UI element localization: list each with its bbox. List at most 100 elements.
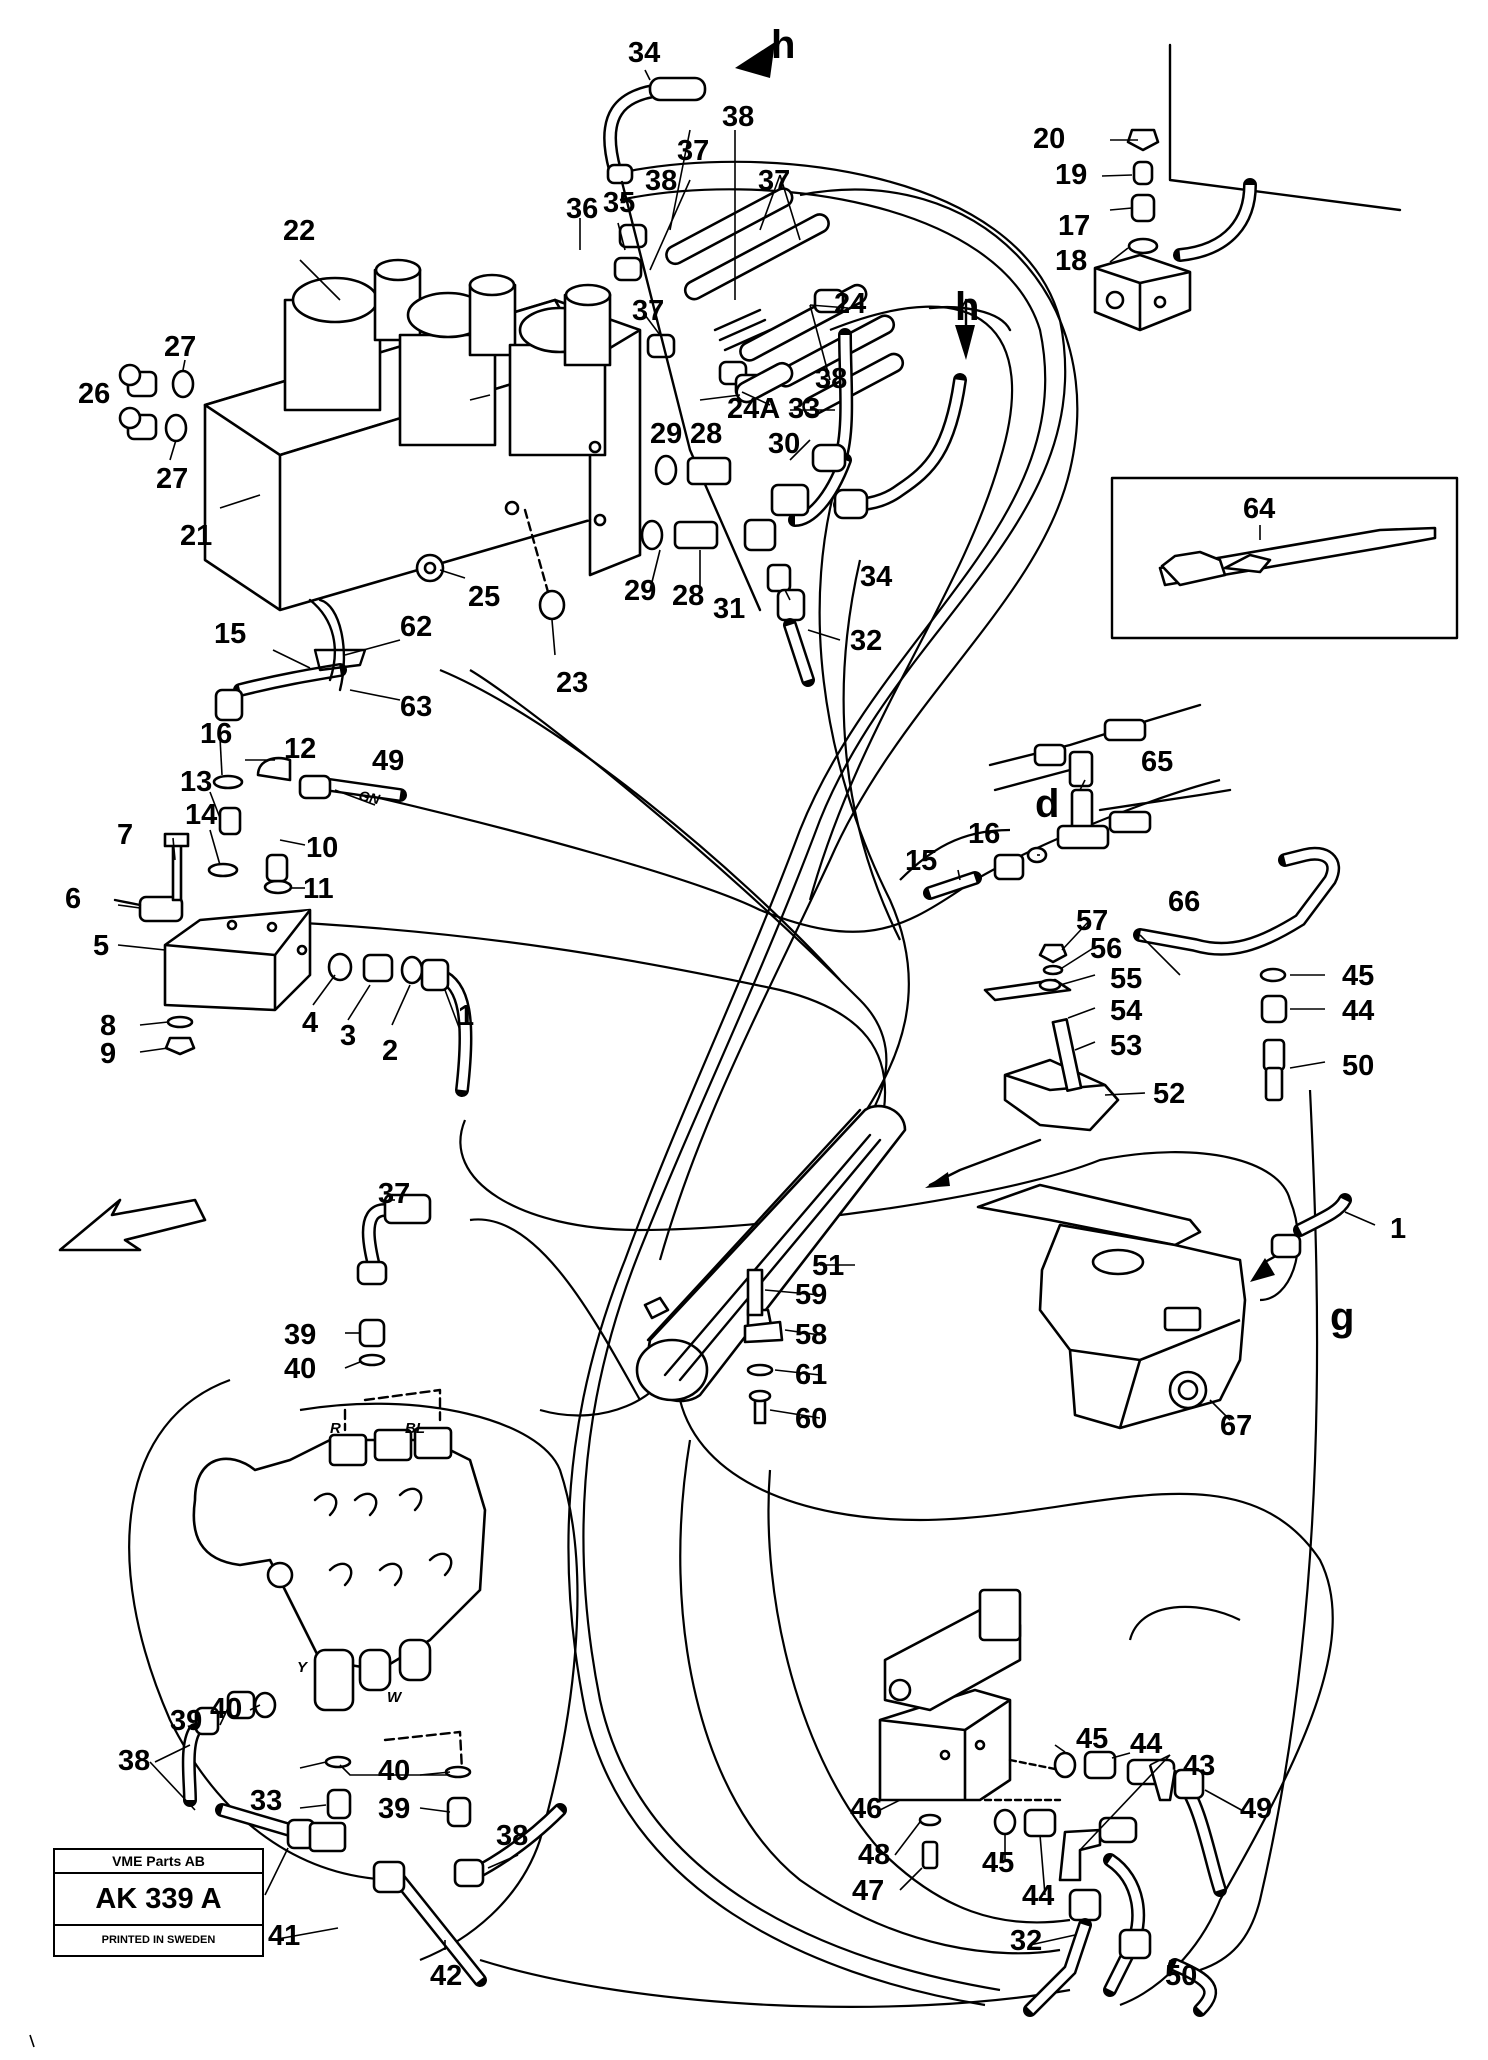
callout-52: 52 bbox=[1153, 1078, 1185, 1110]
callout-37: 37 bbox=[758, 165, 790, 197]
stamp-code: AK 339 A bbox=[55, 1874, 262, 1926]
callout-64: 64 bbox=[1243, 493, 1275, 525]
callout-2: 2 bbox=[382, 1035, 398, 1067]
callout-35: 35 bbox=[603, 187, 635, 219]
hose-15-left bbox=[214, 598, 367, 722]
callout-4: 4 bbox=[302, 1007, 318, 1039]
view-letter-h-right: h bbox=[955, 285, 979, 329]
callout-14: 14 bbox=[185, 799, 217, 831]
callout-39: 39 bbox=[378, 1793, 410, 1825]
inset-64 bbox=[1110, 476, 1459, 640]
callout-44: 44 bbox=[1022, 1880, 1054, 1912]
callout-15: 15 bbox=[214, 618, 246, 650]
callout-8: 8 bbox=[100, 1010, 116, 1042]
bracket-52-57 bbox=[925, 943, 1120, 1188]
mark-gn: GN bbox=[357, 787, 382, 807]
fittings-17-20 bbox=[1093, 43, 1402, 332]
callout-34: 34 bbox=[628, 37, 660, 69]
callout-48: 48 bbox=[858, 1839, 890, 1871]
callout-27: 27 bbox=[164, 331, 196, 363]
callout-11: 11 bbox=[303, 873, 334, 905]
callout-25: 25 bbox=[468, 581, 500, 613]
control-valve bbox=[192, 1388, 487, 1772]
solenoid-1 bbox=[283, 258, 422, 412]
mark-w: W bbox=[387, 1689, 403, 1706]
callout-49: 49 bbox=[372, 745, 404, 777]
leader-lines bbox=[29, 69, 1376, 2048]
hose-49-upper bbox=[256, 756, 407, 802]
hose-color-marks: GN R BL Y W bbox=[297, 787, 425, 1706]
mark-bl: BL bbox=[405, 1420, 425, 1437]
callout-32: 32 bbox=[850, 625, 882, 657]
view-letters: h h d g bbox=[771, 23, 1354, 1339]
callout-20: 20 bbox=[1033, 123, 1065, 155]
callout-37: 37 bbox=[378, 1178, 410, 1210]
callout-67: 67 bbox=[1220, 1410, 1252, 1442]
callout-45: 45 bbox=[1342, 960, 1374, 992]
callout-66: 66 bbox=[1168, 886, 1200, 918]
hose-1-left bbox=[420, 958, 473, 1097]
view-letter-d: d bbox=[1035, 782, 1059, 826]
callout-41: 41 bbox=[268, 1920, 300, 1952]
callout-40: 40 bbox=[210, 1693, 242, 1725]
callout-30: 30 bbox=[768, 428, 800, 460]
pedal-valve-67 bbox=[976, 1183, 1292, 1430]
callout-32: 32 bbox=[1010, 1925, 1042, 1957]
callout-38: 38 bbox=[645, 165, 677, 197]
callout-44: 44 bbox=[1130, 1728, 1162, 1760]
stamp-company: VME Parts AB bbox=[55, 1850, 262, 1874]
coupling-65 bbox=[923, 703, 1232, 900]
callout-16: 16 bbox=[968, 818, 1000, 850]
callout-57: 57 bbox=[1076, 905, 1108, 937]
callout-27: 27 bbox=[156, 463, 188, 495]
callout-13: 13 bbox=[180, 766, 212, 798]
callout-43: 43 bbox=[1183, 1750, 1215, 1782]
callout-38: 38 bbox=[496, 1820, 528, 1852]
fittings-bottom-right bbox=[993, 1750, 1227, 2017]
fittings-26-27 bbox=[118, 363, 195, 443]
clamp-58-61 bbox=[743, 1268, 784, 1425]
callout-1: 1 bbox=[1390, 1213, 1406, 1245]
callout-5: 5 bbox=[93, 930, 109, 962]
callout-37: 37 bbox=[632, 295, 664, 327]
hose-routing bbox=[128, 160, 1334, 2008]
callout-12: 12 bbox=[284, 733, 316, 765]
callout-40: 40 bbox=[378, 1755, 410, 1787]
callout-59: 59 bbox=[795, 1279, 827, 1311]
parts-23-25 bbox=[415, 508, 566, 621]
hose-1-right bbox=[1270, 1193, 1352, 1259]
callout-49: 49 bbox=[1240, 1793, 1272, 1825]
hose-34-top bbox=[603, 76, 762, 612]
callout-38: 38 bbox=[118, 1745, 150, 1777]
callout-65: 65 bbox=[1141, 746, 1173, 778]
callout-29: 29 bbox=[650, 418, 682, 450]
callout-39: 39 bbox=[170, 1705, 202, 1737]
callout-60: 60 bbox=[795, 1403, 827, 1435]
callout-6: 6 bbox=[65, 883, 81, 915]
fittings-28-32 bbox=[640, 454, 815, 687]
callout-26: 26 bbox=[78, 378, 110, 410]
callout-54: 54 bbox=[1110, 995, 1142, 1027]
fittings-bottom-left bbox=[181, 1193, 567, 1987]
callout-61: 61 bbox=[795, 1359, 827, 1391]
callout-40: 40 bbox=[284, 1353, 316, 1385]
callout-58: 58 bbox=[795, 1319, 827, 1351]
callout-21: 21 bbox=[180, 520, 212, 552]
solenoid-3 bbox=[508, 283, 612, 457]
callout-15: 15 bbox=[905, 845, 937, 877]
view-arrows bbox=[735, 42, 975, 360]
callout-45: 45 bbox=[982, 1847, 1014, 1879]
callout-36: 36 bbox=[566, 193, 598, 225]
direction-arrow bbox=[58, 1198, 207, 1252]
callout-28: 28 bbox=[672, 580, 704, 612]
callout-22: 22 bbox=[283, 215, 315, 247]
callout-34: 34 bbox=[860, 561, 892, 593]
callout-18: 18 bbox=[1055, 245, 1087, 277]
callout-38: 38 bbox=[722, 101, 754, 133]
solenoid-valve-46 bbox=[878, 1588, 1062, 1870]
callout-7: 7 bbox=[117, 819, 133, 851]
callout-23: 23 bbox=[556, 667, 588, 699]
callout-46: 46 bbox=[850, 1793, 882, 1825]
